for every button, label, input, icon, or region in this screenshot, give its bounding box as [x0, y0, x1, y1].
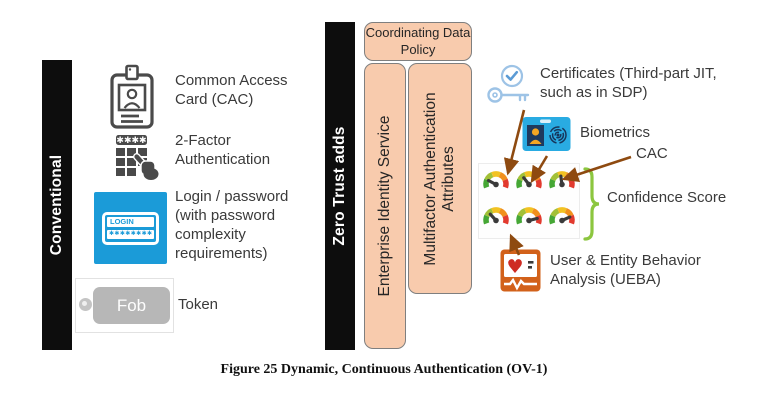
cac-id-card-icon [107, 64, 157, 132]
fob-tag-label: Fob [116, 295, 147, 315]
enterprise-identity-service-box: Enterprise Identity Service [364, 63, 406, 349]
arrow-ueba-to-gauge [509, 233, 524, 256]
keypad-2fa-icon: ✱✱✱✱ [112, 133, 159, 183]
certificate-key-icon [484, 62, 534, 108]
zero-trust-bar: Zero Trust adds [325, 22, 355, 350]
cac-label: Common Access Card (CAC) [175, 72, 288, 108]
login-field-text: LOGIN [107, 217, 154, 227]
fob-ring-icon [79, 298, 92, 311]
conventional-bar: Conventional [42, 60, 72, 350]
keypad-display-stars: ✱✱✱✱ [116, 135, 146, 145]
cac-callout-label: CAC [636, 145, 668, 162]
ueba-monitor-icon: ♥ [499, 248, 542, 293]
token-label: Token [178, 296, 219, 313]
ueba-label: User & Entity Behavior Analysis (UEBA) [550, 252, 701, 288]
login-password-icon: LOGIN ✱✱✱✱✱✱✱✱ [94, 192, 167, 264]
confidence-brace-icon [582, 166, 602, 242]
coordinating-data-policy-label: Coordinating Data Policy [365, 25, 471, 57]
gauge-icon [549, 207, 575, 225]
hand-pointer-icon [132, 152, 159, 180]
figure-caption: Figure 25 Dynamic, Continuous Authentica… [220, 362, 548, 377]
svg-text:♥: ♥ [506, 256, 523, 278]
multifactor-attributes-box: Multifactor Authentication Attributes [408, 63, 472, 294]
key-fob-icon: Fob [75, 278, 174, 333]
two-factor-label: 2-Factor Authentication [175, 132, 271, 168]
gauge-icon [483, 207, 509, 225]
gauge-icon [516, 207, 542, 225]
biometrics-card-icon [522, 115, 572, 153]
password-mask-text: ✱✱✱✱✱✱✱✱ [107, 230, 154, 239]
gauge-icon [483, 171, 509, 189]
certificates-label: Certificates (Third-part JIT, such as in… [540, 65, 717, 101]
biometrics-label: Biometrics [580, 124, 651, 141]
coordinating-data-policy-box: Coordinating Data Policy [364, 22, 472, 61]
arrow-biometrics-to-gauge [530, 155, 549, 184]
arrow-certificates-to-gauge [503, 109, 526, 176]
confidence-score-label: Confidence Score [607, 189, 727, 206]
fob-tag: Fob [93, 287, 170, 324]
login-password-label: Login / password (with password complexi… [175, 188, 289, 262]
arrow-cac-to-gauge [561, 155, 632, 182]
